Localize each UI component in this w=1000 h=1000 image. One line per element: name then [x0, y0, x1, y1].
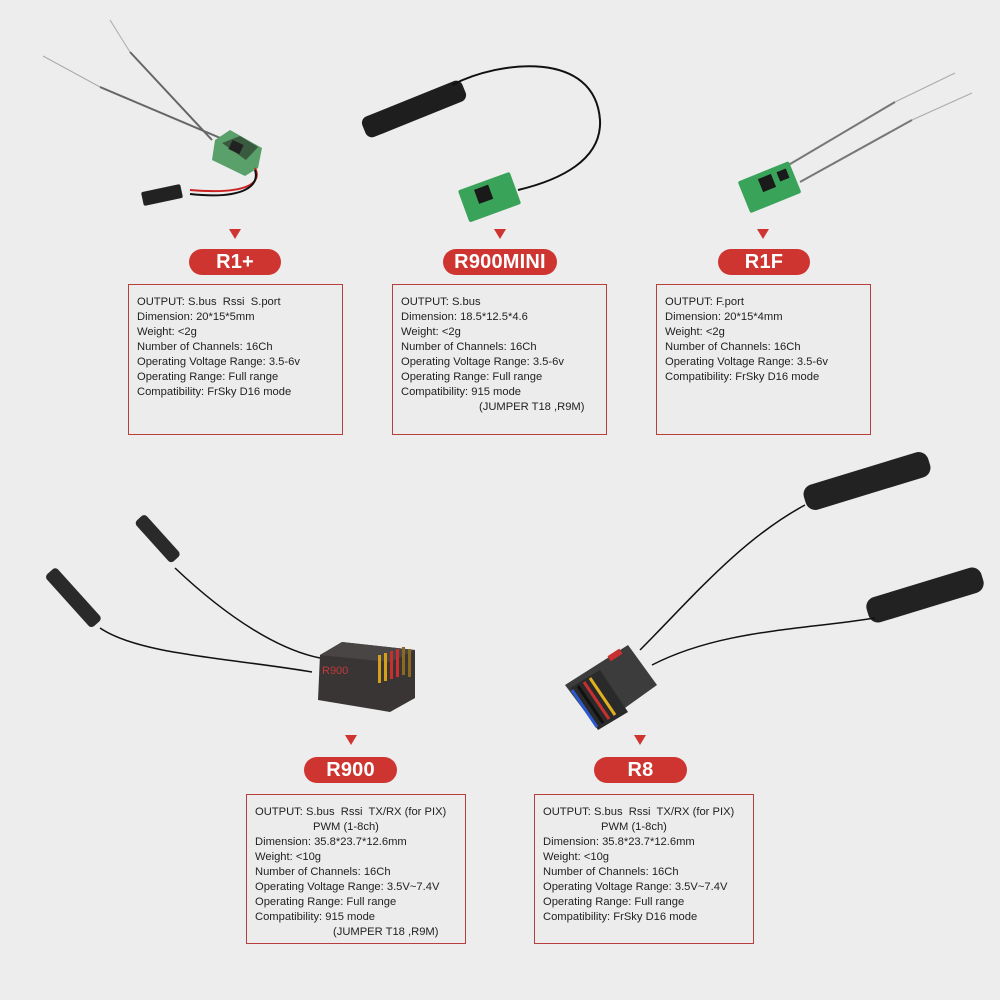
- r1f-arrow-icon: [757, 229, 769, 239]
- spec-line: OUTPUT: S.bus Rssi TX/RX (for PIX): [255, 806, 447, 818]
- r900mini-receiver-image: [361, 65, 602, 222]
- r1plus-name-badge: R1+: [189, 249, 281, 275]
- spec-line: Number of Channels: 16Ch: [543, 866, 679, 878]
- spec-line: Compatibility: 915 mode: [401, 386, 522, 398]
- r1f-spec-box: OUTPUT: F.port Dimension: 20*15*4mm Weig…: [656, 284, 871, 435]
- r1plus-spec-box: OUTPUT: S.bus Rssi S.port Dimension: 20*…: [128, 284, 343, 435]
- spec-line: Operating Voltage Range: 3.5-6v: [137, 356, 300, 368]
- spec-line: Compatibility: FrSky D16 mode: [137, 386, 292, 398]
- spec-line: Dimension: 35.8*23.7*12.6mm: [543, 836, 695, 848]
- r8-receiver-image: [565, 452, 984, 730]
- spec-line: Number of Channels: 16Ch: [137, 341, 273, 353]
- spec-line: Weight: <2g: [137, 326, 197, 338]
- spec-line-pwm: PWM (1-8ch): [601, 821, 667, 833]
- spec-line: Operating Voltage Range: 3.5-6v: [665, 356, 828, 368]
- spec-line: Dimension: 35.8*23.7*12.6mm: [255, 836, 407, 848]
- spec-line: Compatibility: FrSky D16 mode: [543, 911, 698, 923]
- spec-line: Operating Range: Full range: [137, 371, 279, 383]
- r900mini-spec-box: OUTPUT: S.bus Dimension: 18.5*12.5*4.6 W…: [392, 284, 607, 435]
- spec-line: Weight: <10g: [543, 851, 610, 863]
- spec-line: Weight: <2g: [401, 326, 461, 338]
- spec-line: Number of Channels: 16Ch: [665, 341, 801, 353]
- spec-line: Dimension: 18.5*12.5*4.6: [401, 311, 528, 323]
- r1plus-receiver-image: [42, 19, 262, 206]
- r900-receiver-image: R900: [46, 515, 415, 712]
- spec-line: Operating Range: Full range: [255, 896, 397, 908]
- spec-line: Dimension: 20*15*5mm: [137, 311, 255, 323]
- r900mini-arrow-icon: [494, 229, 506, 239]
- spec-line: Operating Voltage Range: 3.5-6v: [401, 356, 564, 368]
- spec-line: Compatibility: 915 mode: [255, 911, 376, 923]
- r1plus-arrow-icon: [229, 229, 241, 239]
- r8-name-badge: R8: [594, 757, 687, 783]
- r8-spec-box: OUTPUT: S.bus Rssi TX/RX (for PIX) PWM (…: [534, 794, 754, 944]
- spec-line: Operating Range: Full range: [543, 896, 685, 908]
- r900mini-name-badge: R900MINI: [443, 249, 557, 275]
- spec-line: Dimension: 20*15*4mm: [665, 311, 783, 323]
- spec-line-continuation: (JUMPER T18 ,R9M): [479, 401, 585, 413]
- svg-text:R900: R900: [322, 665, 348, 677]
- spec-line: Number of Channels: 16Ch: [401, 341, 537, 353]
- spec-line: OUTPUT: S.bus Rssi S.port: [137, 296, 281, 308]
- spec-line: Weight: <2g: [665, 326, 725, 338]
- spec-line: Number of Channels: 16Ch: [255, 866, 391, 878]
- spec-line: Operating Range: Full range: [401, 371, 543, 383]
- spec-line: OUTPUT: S.bus Rssi TX/RX (for PIX): [543, 806, 735, 818]
- spec-line: Weight: <10g: [255, 851, 322, 863]
- r8-arrow-icon: [634, 735, 646, 745]
- spec-line-pwm: PWM (1-8ch): [313, 821, 379, 833]
- spec-line: Operating Voltage Range: 3.5V~7.4V: [255, 881, 440, 893]
- r1f-receiver-image: [738, 72, 973, 213]
- spec-line: OUTPUT: F.port: [665, 296, 744, 308]
- r1f-name-badge: R1F: [718, 249, 810, 275]
- r900-arrow-icon: [345, 735, 357, 745]
- spec-line: Compatibility: FrSky D16 mode: [665, 371, 820, 383]
- r900-spec-box: OUTPUT: S.bus Rssi TX/RX (for PIX) PWM (…: [246, 794, 466, 944]
- spec-line: OUTPUT: S.bus: [401, 296, 481, 308]
- r900-name-badge: R900: [304, 757, 397, 783]
- spec-line-continuation: (JUMPER T18 ,R9M): [333, 926, 439, 938]
- spec-line: Operating Voltage Range: 3.5V~7.4V: [543, 881, 728, 893]
